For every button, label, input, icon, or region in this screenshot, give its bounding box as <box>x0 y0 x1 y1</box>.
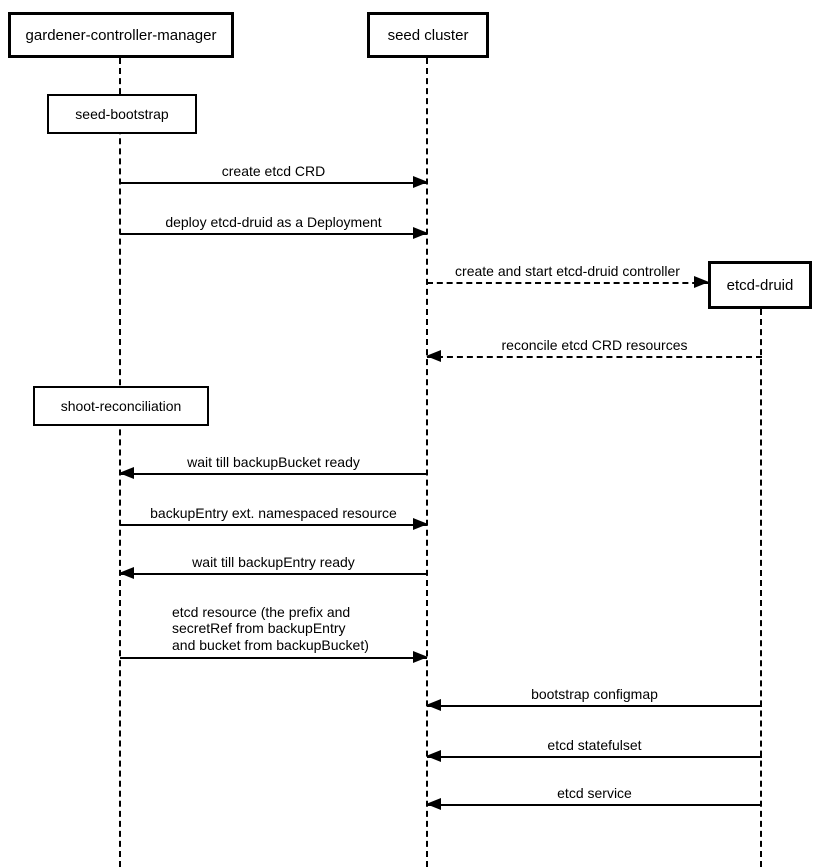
message-label: bootstrap configmap <box>531 686 658 702</box>
message-label-line: secretRef from backupEntry <box>172 620 346 637</box>
message-line <box>120 233 427 235</box>
actor-label: seed cluster <box>387 26 469 44</box>
lifeline-gardener-controller-manager <box>119 58 121 867</box>
activation-label: shoot-reconciliation <box>60 398 182 414</box>
arrowhead-icon <box>413 227 428 239</box>
actor-label: gardener-controller-manager <box>25 26 217 44</box>
actor-gardener-controller-manager: gardener-controller-manager <box>8 12 234 58</box>
message-line <box>120 473 427 475</box>
arrowhead-icon <box>694 276 709 288</box>
activation-shoot-reconciliation: shoot-reconciliation <box>33 386 209 426</box>
activation-label: seed-bootstrap <box>75 106 169 122</box>
message-label: wait till backupEntry ready <box>192 554 355 570</box>
activation-seed-bootstrap: seed-bootstrap <box>47 94 197 134</box>
message-label: reconcile etcd CRD resources <box>501 337 688 353</box>
message-label: wait till backupBucket ready <box>187 454 360 470</box>
message-line <box>427 705 762 707</box>
message-line <box>427 356 762 358</box>
lifeline-seed-cluster <box>426 58 428 867</box>
message-line <box>120 182 427 184</box>
arrowhead-icon <box>426 350 441 362</box>
message-label: etcd service <box>557 785 632 801</box>
message-line <box>427 282 708 284</box>
message-line <box>120 524 427 526</box>
message-line <box>427 804 762 806</box>
actor-etcd-druid: etcd-druid <box>708 261 812 309</box>
arrowhead-icon <box>413 176 428 188</box>
message-label-line: etcd resource (the prefix and <box>172 603 351 620</box>
message-line <box>427 756 762 758</box>
arrowhead-icon <box>426 798 441 810</box>
message-line <box>120 573 427 575</box>
message-label-line: and bucket from backupBucket) <box>172 637 369 654</box>
message-label: backupEntry ext. namespaced resource <box>150 505 397 521</box>
arrowhead-icon <box>426 699 441 711</box>
arrowhead-icon <box>413 651 428 663</box>
arrowhead-icon <box>119 567 134 579</box>
message-label: deploy etcd-druid as a Deployment <box>165 214 382 230</box>
actor-seed-cluster: seed cluster <box>367 12 489 58</box>
message-label: etcd statefulset <box>547 737 642 753</box>
message-label: create etcd CRD <box>221 163 326 179</box>
actor-label: etcd-druid <box>726 276 794 294</box>
message-line <box>120 657 427 659</box>
lifeline-etcd-druid <box>760 309 762 867</box>
arrowhead-icon <box>413 518 428 530</box>
message-label: etcd resource (the prefix and secretRef … <box>172 604 369 654</box>
message-label: create and start etcd-druid controller <box>455 263 680 279</box>
arrowhead-icon <box>426 750 441 762</box>
arrowhead-icon <box>119 467 134 479</box>
